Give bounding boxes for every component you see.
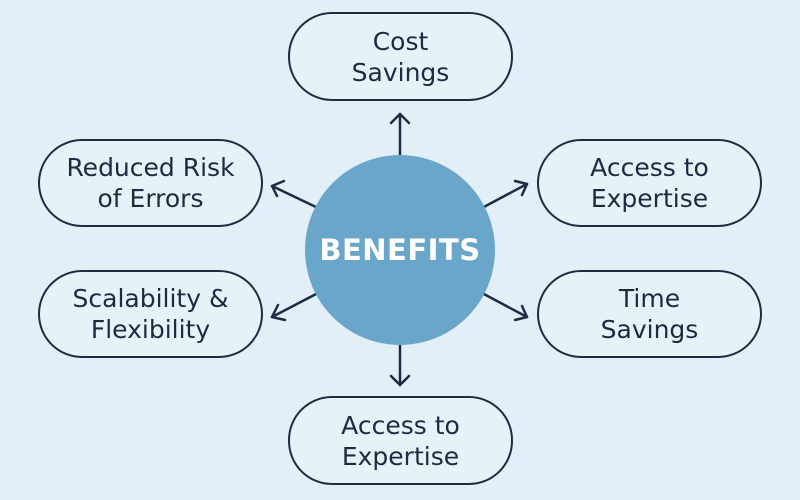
node-access-to-expertise-bottom: Access to Expertise [288, 396, 513, 485]
node-label: Access to Expertise [341, 410, 460, 471]
node-time-savings: Time Savings [537, 270, 762, 358]
benefits-hub-circle: BENEFITS [305, 155, 495, 345]
node-access-to-expertise-right: Access to Expertise [537, 139, 762, 227]
arrow-to-cost-savings [389, 112, 411, 157]
node-label: Access to Expertise [590, 153, 709, 213]
node-label: Scalability & Flexibility [72, 284, 229, 344]
node-label: Reduced Risk of Errors [66, 153, 235, 213]
node-label: Time Savings [600, 284, 699, 344]
arrow-to-access-expertise-right [480, 179, 529, 210]
arrow-to-reduced-risk [270, 179, 320, 210]
node-scalability-flexibility: Scalability & Flexibility [38, 270, 263, 358]
arrow-to-time-savings [480, 291, 529, 322]
node-label: Cost Savings [351, 26, 450, 87]
hub-label: BENEFITS [319, 233, 481, 267]
arrow-to-access-expertise-bottom [389, 343, 411, 387]
node-reduced-risk-of-errors: Reduced Risk of Errors [38, 139, 263, 227]
node-cost-savings: Cost Savings [288, 12, 513, 101]
arrow-to-scalability [270, 291, 320, 322]
